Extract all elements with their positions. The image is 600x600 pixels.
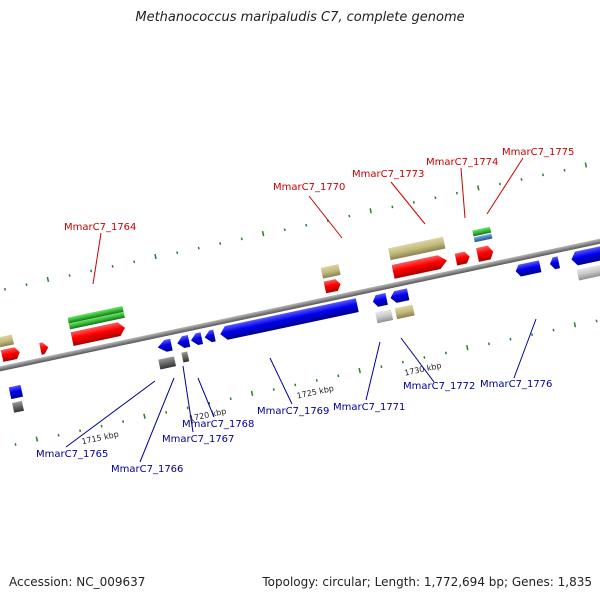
scale-label-1730: 1730 kbp xyxy=(404,361,443,378)
gene-mmarc7-1775[interactable] xyxy=(476,245,495,262)
gene-mmarc7-1766[interactable] xyxy=(176,334,191,349)
scale-label-1725: 1725 kbp xyxy=(296,384,335,401)
genome-backbone xyxy=(0,227,600,383)
gene-1773-khaki[interactable] xyxy=(388,236,446,261)
genome-strip: 1715 kbp 1720 kbp 1725 kbp 1730 kbp xyxy=(0,162,600,446)
genome-title: Methanococcus maripaludis C7, complete g… xyxy=(135,10,465,25)
lower-tick-row xyxy=(14,319,598,446)
gene-mmarc7-1772[interactable] xyxy=(389,288,410,303)
label-mmarc7-1774[interactable]: MmarC7_1774 xyxy=(426,157,498,168)
label-mmarc7-1773[interactable]: MmarC7_1773 xyxy=(352,169,424,180)
gene-mmarc7-1769[interactable] xyxy=(219,298,359,341)
top-leader-lines xyxy=(92,157,524,285)
gene-mmarc7-1771[interactable] xyxy=(372,292,388,308)
forward-genes xyxy=(0,226,495,362)
label-mmarc7-1765[interactable]: MmarC7_1765 xyxy=(36,449,108,460)
top-gene-labels: MmarC7_1764 MmarC7_1770 MmarC7_1773 Mmar… xyxy=(64,147,574,233)
gene-1764-green-a[interactable] xyxy=(67,305,124,324)
reverse-genes xyxy=(8,243,600,413)
label-mmarc7-1775[interactable]: MmarC7_1775 xyxy=(502,147,574,158)
gene-mmarc7-1765[interactable] xyxy=(156,338,173,354)
gene-mmarc7-1774[interactable] xyxy=(454,251,471,266)
gene-blue-far-left[interactable] xyxy=(8,384,23,400)
gene-1766-gray[interactable] xyxy=(181,351,190,363)
label-mmarc7-1776[interactable]: MmarC7_1776 xyxy=(480,379,552,390)
label-mmarc7-1772[interactable]: MmarC7_1772 xyxy=(403,381,475,392)
genome-summary: Topology: circular; Length: 1,772,694 bp… xyxy=(262,575,592,589)
gene-khaki-left[interactable] xyxy=(0,334,14,348)
gene-1772-khaki[interactable] xyxy=(394,304,415,320)
gene-1771-lightgray[interactable] xyxy=(375,309,394,324)
bottom-gene-labels: MmarC7_1765 MmarC7_1766 MmarC7_1767 Mmar… xyxy=(36,379,552,475)
gene-lightgray-right-edge[interactable] xyxy=(576,261,600,281)
gene-mmarc7-1773[interactable] xyxy=(391,254,449,279)
gene-mmarc7-1764[interactable] xyxy=(70,321,127,346)
upper-tick-row xyxy=(4,162,588,291)
gene-1764-green-b[interactable] xyxy=(68,311,125,330)
label-mmarc7-1770[interactable]: MmarC7_1770 xyxy=(273,182,345,193)
gene-mmarc7-1770[interactable] xyxy=(323,278,342,294)
gene-gray-far-left[interactable] xyxy=(12,400,24,413)
label-mmarc7-1769[interactable]: MmarC7_1769 xyxy=(257,406,329,417)
gene-blue-right-edge[interactable] xyxy=(570,243,600,266)
gene-mmarc7-1768[interactable] xyxy=(203,329,216,344)
accession-label: Accession: NC_009637 xyxy=(9,575,146,589)
gene-1775-green[interactable] xyxy=(472,226,492,237)
gene-mmarc7-1776[interactable] xyxy=(514,260,542,277)
label-mmarc7-1764[interactable]: MmarC7_1764 xyxy=(64,222,136,233)
gene-red-left[interactable] xyxy=(0,346,21,362)
bottom-leader-lines xyxy=(65,318,537,463)
gene-1775-steel[interactable] xyxy=(473,233,493,243)
label-mmarc7-1766[interactable]: MmarC7_1766 xyxy=(111,464,183,475)
gene-blue-right-small[interactable] xyxy=(549,256,561,270)
label-mmarc7-1767[interactable]: MmarC7_1767 xyxy=(162,434,234,445)
gene-1770-khaki[interactable] xyxy=(320,264,341,279)
gene-red-small[interactable] xyxy=(39,341,49,355)
label-mmarc7-1771[interactable]: MmarC7_1771 xyxy=(333,402,405,413)
gene-1765-gray[interactable] xyxy=(158,356,176,370)
label-mmarc7-1768[interactable]: MmarC7_1768 xyxy=(182,419,254,430)
gene-mmarc7-1767[interactable] xyxy=(190,332,203,346)
